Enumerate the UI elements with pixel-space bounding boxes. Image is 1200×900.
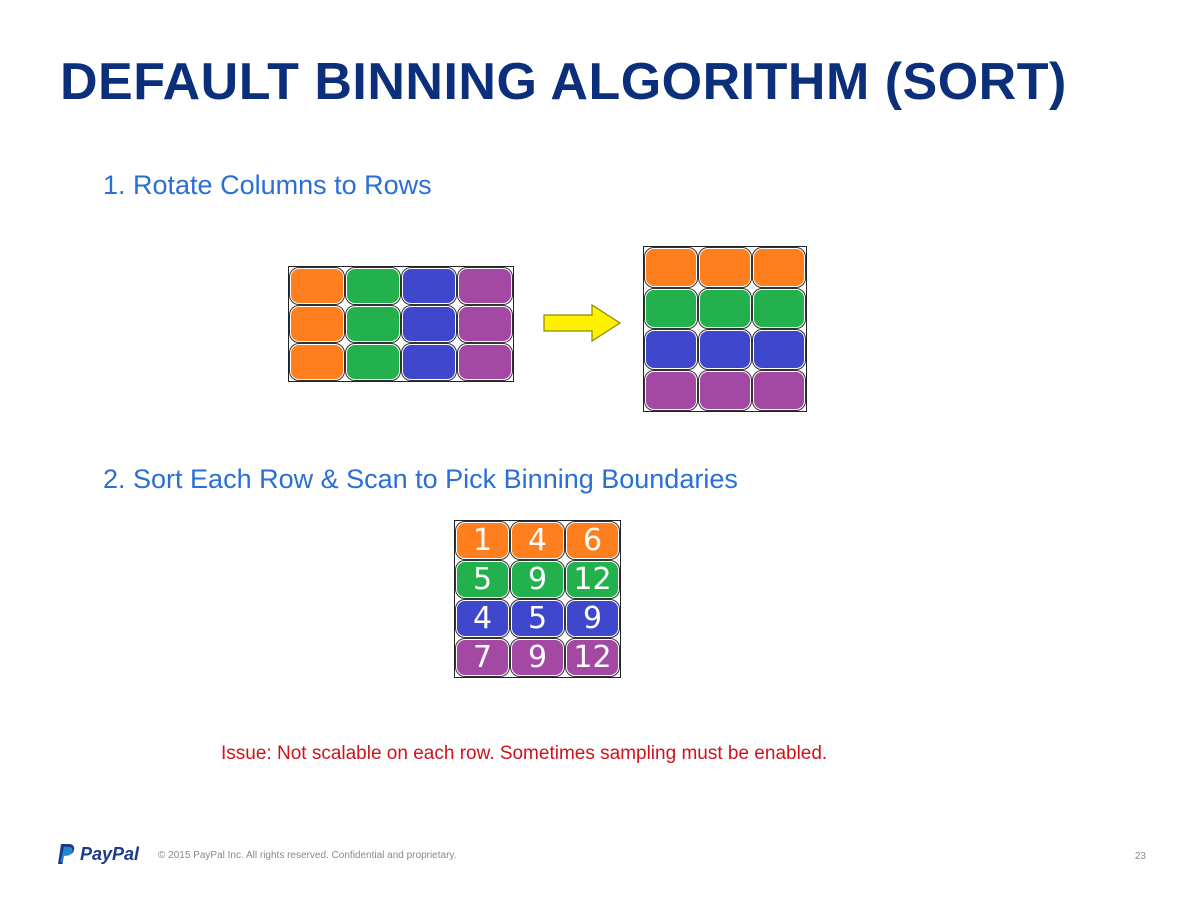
grid-rows-after-rotation <box>643 246 807 412</box>
purple-cell <box>457 267 513 305</box>
paypal-logo: PayPal <box>56 843 139 865</box>
right-arrow-icon <box>543 303 622 343</box>
orange-cell <box>752 247 806 288</box>
green-cell <box>345 343 401 381</box>
orange-cell <box>289 267 345 305</box>
blue-cell <box>401 305 457 343</box>
footer-copyright: © 2015 PayPal Inc. All rights reserved. … <box>158 850 457 861</box>
purple-cell <box>644 370 698 411</box>
paypal-p-icon <box>58 844 75 864</box>
purple-cell <box>752 370 806 411</box>
arrow-shape <box>543 303 622 343</box>
purple-value-cell: 7 <box>455 638 510 677</box>
orange-cell <box>644 247 698 288</box>
green-value-cell: 5 <box>455 560 510 599</box>
blue-cell <box>698 329 752 370</box>
purple-cell <box>698 370 752 411</box>
orange-cell <box>698 247 752 288</box>
blue-value-cell: 4 <box>455 599 510 638</box>
step-2-heading: 2. Sort Each Row & Scan to Pick Binning … <box>103 464 738 494</box>
step-1-heading: 1. Rotate Columns to Rows <box>103 170 432 200</box>
blue-cell <box>644 329 698 370</box>
green-cell <box>644 288 698 329</box>
green-value-cell: 12 <box>565 560 620 599</box>
green-cell <box>698 288 752 329</box>
purple-cell <box>457 305 513 343</box>
blue-value-cell: 9 <box>565 599 620 638</box>
orange-value-cell: 1 <box>455 521 510 560</box>
paypal-wordmark: PayPal <box>80 843 140 864</box>
green-value-cell: 9 <box>510 560 565 599</box>
green-cell <box>345 267 401 305</box>
purple-cell <box>457 343 513 381</box>
grid-columns-before-rotation <box>288 266 514 382</box>
orange-value-cell: 4 <box>510 521 565 560</box>
slide-title: DEFAULT BINNING ALGORITHM (SORT) <box>60 53 1067 111</box>
purple-value-cell: 9 <box>510 638 565 677</box>
blue-cell <box>401 343 457 381</box>
blue-value-cell: 5 <box>510 599 565 638</box>
orange-cell <box>289 305 345 343</box>
orange-value-cell: 6 <box>565 521 620 560</box>
green-cell <box>752 288 806 329</box>
orange-cell <box>289 343 345 381</box>
purple-value-cell: 12 <box>565 638 620 677</box>
page-number: 23 <box>1134 851 1146 862</box>
green-cell <box>345 305 401 343</box>
blue-cell <box>401 267 457 305</box>
blue-cell <box>752 329 806 370</box>
issue-note: Issue: Not scalable on each row. Sometim… <box>221 743 828 764</box>
